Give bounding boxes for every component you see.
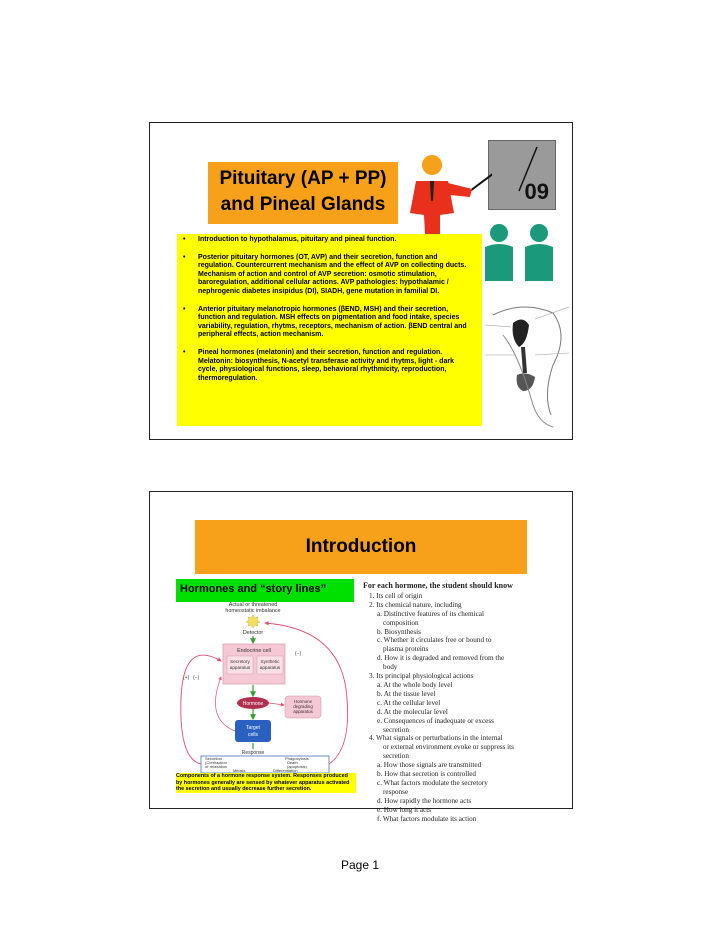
students-icon: [485, 224, 553, 281]
title-line-1: Pituitary (AP + PP): [219, 168, 387, 189]
checklist-item: a. At the whole body level: [377, 680, 453, 689]
checklist-item: secretion: [383, 752, 409, 761]
checklist-item: secretion: [383, 725, 409, 734]
topic-text: Pineal hormones (melatonin) and their se…: [198, 348, 454, 382]
checklist-heading: For each hormone, the student should kno…: [363, 581, 513, 590]
outcome-left-3: or relaxation: [205, 764, 227, 769]
diagram-caption: Components of a hormone response system.…: [176, 773, 356, 793]
outcome-left-2: (Contraction: [205, 760, 227, 765]
page-number: Page 1: [340, 858, 380, 872]
caption-line: the secretion and usually decrease furth…: [176, 786, 312, 792]
checklist-item: d. At the molecular level: [377, 707, 448, 716]
stimulus-burst-icon: [245, 614, 261, 629]
bullet-marker: •: [183, 305, 186, 313]
outcomes-box: [200, 755, 330, 773]
checklist-item: response: [383, 787, 409, 796]
hormone-ellipse: [237, 697, 269, 709]
caption-line: Components of a hormone response system.…: [176, 773, 348, 779]
diagram-endocrine-cell: Endocrine cell: [237, 648, 271, 654]
diagram-degrading-3: apparatus: [293, 709, 313, 714]
checklist-item: a. How those signals are transmitted: [377, 761, 482, 770]
diagram-secretory-2: apparatus: [230, 665, 251, 670]
checklist-item: c. At the cellular level: [377, 698, 441, 707]
pointer-line-graphic: [518, 146, 538, 192]
diagram-sign-2: (+): [183, 675, 190, 681]
diagram-degrading-2: degrading: [293, 704, 313, 709]
checklist-item: plasma proteins: [383, 645, 429, 654]
diagram-target-2: cells: [248, 732, 259, 738]
title-line-2: and Pineal Glands: [220, 194, 386, 215]
bullet-marker: •: [183, 236, 186, 243]
teacher-pointer-icon: [410, 155, 492, 259]
diagram-hormone: Hormone: [243, 701, 264, 707]
diagram-synthetic-1: Synthetic: [261, 659, 281, 664]
hormone-response-diagram: Actual or threatened homeostatic imbalan…: [180, 602, 349, 773]
checklist-item: b. At the tissue level: [377, 689, 436, 698]
diagram-response: Response: [242, 750, 265, 756]
checklist-item: or external environment evoke or suppres…: [383, 743, 514, 752]
topic-text: Introduction to hypothalamus, pituitary …: [198, 236, 397, 243]
checklist-item: f. What factors modulate its action: [377, 814, 477, 823]
topic-text: Anterior pituitary melanotropic hormones…: [198, 305, 467, 339]
slide-2: Introduction Hormones and “story lines” …: [149, 491, 573, 823]
checklist-item: 3. Its principal physiological actions: [369, 672, 474, 681]
checklist-item: c. What factors modulate the secretory: [377, 778, 488, 787]
bullet-marker: •: [183, 253, 186, 261]
diagram-target-1: Target: [246, 725, 261, 731]
checklist-item: d. How rapidly the hormone acts: [377, 796, 472, 805]
lecture-number-box: 09: [488, 140, 556, 210]
story-lines-label: Hormones and “story lines”: [176, 579, 354, 602]
diagram-synthetic-2: apparatus: [260, 665, 281, 670]
checklist-item: composition: [383, 618, 419, 627]
diagram-sign-1: (−): [295, 651, 302, 657]
checklist-item: e. Consequences of inadequate or excess: [377, 716, 494, 725]
student-checklist: For each hormone, the student should kno…: [363, 581, 569, 823]
topic-text: Posterior pituitary hormones (OT, AVP) a…: [198, 253, 467, 295]
checklist-item: 1. Its cell of origin: [369, 591, 423, 600]
slide-title: Pituitary (AP + PP) and Pineal Glands: [208, 162, 398, 224]
list-item: • Posterior pituitary hormones (OT, AVP)…: [183, 254, 474, 297]
list-item: • Introduction to hypothalamus, pituitar…: [183, 236, 474, 245]
diagram-stimulus-1: Actual or threatened: [229, 602, 278, 608]
diagram-degrading-1: Hormone: [294, 699, 313, 704]
checklist-item: e. How long it acts: [377, 805, 432, 814]
checklist-item: b. Biosynthesis: [377, 627, 421, 636]
pituitary-anatomy-image: [484, 306, 570, 428]
checklist-item: d. How it is degraded and removed from t…: [377, 654, 505, 663]
checklist-item: a. Distinctive features of its chemical: [377, 609, 484, 618]
outcome-left-1: Secretion: [205, 756, 222, 761]
outcome-right-2: Death: [287, 760, 298, 765]
diagram-secretory-1: Secretory: [230, 659, 250, 664]
checklist-item: b. How that secretion is controlled: [377, 770, 477, 779]
diagram-sign-3: (−): [193, 675, 200, 681]
checklist-item: 2. Its chemical nature, including: [369, 600, 462, 609]
lecture-number: 09: [524, 179, 549, 204]
list-item: • Pineal hormones (melatonin) and their …: [183, 349, 474, 383]
list-item: • Anterior pituitary melanotropic hormon…: [183, 306, 474, 340]
outcome-right-4: Differentiation: [273, 768, 298, 773]
checklist-item: body: [383, 663, 398, 672]
topics-list: • Introduction to hypothalamus, pituitar…: [177, 234, 482, 426]
checklist-item: c. Whether it circulates free or bound t…: [377, 636, 492, 645]
outcome-right-3: (apoptosis): [287, 764, 307, 769]
diagram-detector: Detector: [243, 630, 264, 636]
outcome-right-1: Phagocytosis: [285, 756, 309, 761]
diagram-stimulus-2: homeostatic imbalance: [225, 608, 280, 614]
target-cells-box: [235, 720, 271, 742]
bullet-marker: •: [183, 348, 186, 356]
slide-1: Pituitary (AP + PP) and Pineal Glands 09: [149, 122, 573, 440]
outcome-left-4: Mitosis: [233, 768, 245, 773]
checklist-item: 4. What signals or perturbations in the …: [369, 734, 503, 743]
caption-line: by hormones generally are sensed by what…: [176, 779, 350, 786]
slide-title: Introduction: [195, 520, 527, 574]
